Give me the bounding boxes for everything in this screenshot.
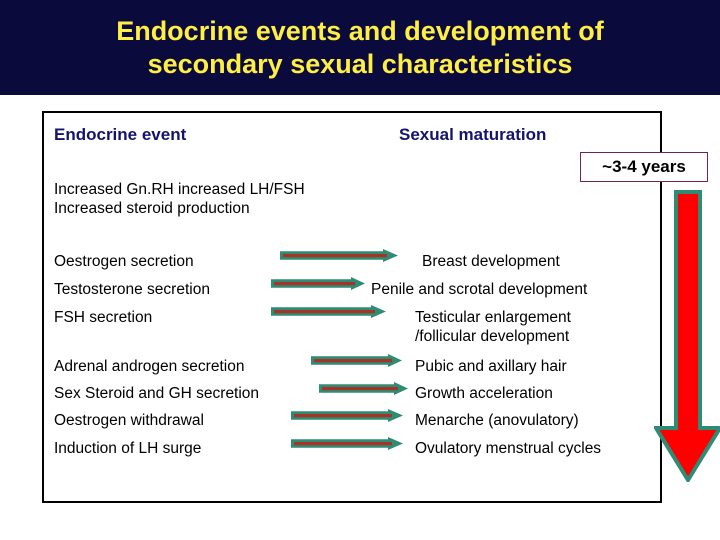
event-fsh-secretion: FSH secretion bbox=[54, 309, 153, 326]
outcome-menarche-anovulatory: Menarche (anovulatory) bbox=[415, 412, 579, 429]
outcome-follicular-development: /follicular development bbox=[415, 328, 570, 345]
event-sex-steroid-gh-secretion: Sex Steroid and GH secretion bbox=[54, 385, 260, 402]
event-oestrogen-withdrawal: Oestrogen withdrawal bbox=[54, 412, 204, 429]
flow-arrow-sexsteroid-to-growth bbox=[319, 382, 408, 395]
page-title: Endocrine events and development of seco… bbox=[40, 15, 680, 81]
down-arrow-icon bbox=[654, 190, 720, 482]
page-title-line-2: secondary sexual characteristics bbox=[147, 48, 573, 79]
flow-arrow-lhsurge-to-ovulatory bbox=[291, 437, 403, 450]
outcome-penile-scrotal-development: Penile and scrotal development bbox=[371, 281, 588, 298]
flow-arrow-oestrogen-to-breast bbox=[280, 249, 398, 262]
flow-arrow-fsh-to-testicular bbox=[271, 305, 386, 318]
duration-callout-box: ~3-4 years bbox=[580, 152, 708, 182]
outcome-pubic-axillary-hair: Pubic and axillary hair bbox=[415, 358, 567, 375]
event-adrenal-androgen-secretion: Adrenal androgen secretion bbox=[54, 358, 245, 375]
flow-arrow-withdrawal-to-menarche bbox=[291, 409, 403, 422]
outcome-ovulatory-menstrual-cycles: Ovulatory menstrual cycles bbox=[415, 440, 602, 457]
page-title-line-1: Endocrine events and development of bbox=[116, 15, 604, 46]
outcome-testicular-enlargement: Testicular enlargement bbox=[415, 309, 571, 326]
slide-title-banner: Endocrine events and development of seco… bbox=[0, 0, 720, 95]
flow-arrow-testosterone-to-penile bbox=[271, 277, 365, 290]
flow-arrow-adrenal-to-pubic bbox=[311, 354, 402, 367]
column-header-sexual-maturation: Sexual maturation bbox=[399, 125, 547, 144]
outcome-growth-acceleration: Growth acceleration bbox=[415, 385, 553, 402]
duration-label: ~3-4 years bbox=[602, 157, 686, 176]
content-frame: Endocrine event Sexual maturation Increa… bbox=[42, 111, 662, 503]
event-oestrogen-secretion: Oestrogen secretion bbox=[54, 253, 194, 270]
outcome-breast-development: Breast development bbox=[422, 253, 560, 270]
timeline-duration-arrow bbox=[654, 190, 720, 482]
event-testosterone-secretion: Testosterone secretion bbox=[54, 281, 210, 298]
column-header-endocrine-event: Endocrine event bbox=[54, 125, 187, 144]
intro-line-1: Increased Gn.RH increased LH/FSH bbox=[54, 181, 305, 198]
event-induction-lh-surge: Induction of LH surge bbox=[54, 440, 202, 457]
intro-line-2: Increased steroid production bbox=[54, 200, 250, 217]
